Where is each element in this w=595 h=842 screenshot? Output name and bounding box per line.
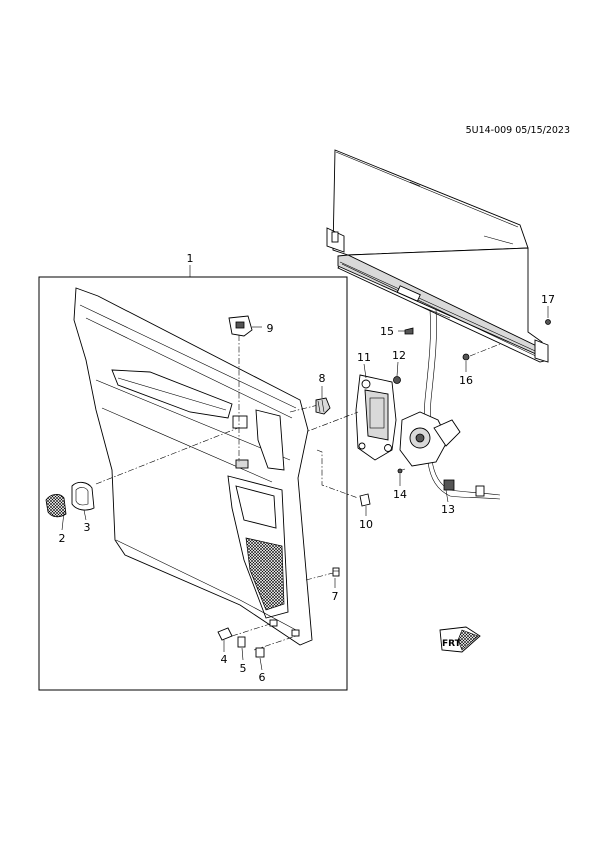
cap-4 (217, 627, 233, 641)
leader-line-12 (396, 361, 399, 377)
leader-line-11b (363, 363, 367, 379)
leader-line-13 (445, 489, 449, 503)
window-shade-assembly (326, 149, 549, 363)
leader-line-7 (305, 572, 334, 581)
cap-5 (237, 636, 246, 648)
leader-line-2-3 (95, 427, 239, 485)
callout-2: 2 (59, 532, 66, 545)
callout-8: 8 (319, 372, 326, 385)
leader-line-3 (83, 509, 87, 521)
screw-14 (397, 468, 406, 474)
cap-6 (255, 647, 265, 658)
callout-3: 3 (84, 521, 91, 534)
callout-13: 13 (441, 503, 455, 516)
leader-line-4 (231, 623, 271, 637)
fastener-12 (393, 376, 401, 384)
callout-5: 5 (240, 662, 247, 675)
door-trim-panel (73, 287, 313, 646)
callout-1: 1 (187, 252, 194, 265)
callout-17: 17 (541, 293, 555, 306)
fastener-16 (462, 343, 501, 361)
front-direction-label: FRT (442, 639, 462, 649)
callout-6: 6 (259, 671, 266, 684)
fastener-7 (332, 567, 340, 577)
leader-line-5 (241, 647, 244, 661)
trim-panel-assembly-frame (38, 276, 348, 691)
knob-8 (315, 397, 331, 415)
leader-line-10 (316, 449, 359, 499)
fastener-15 (398, 327, 414, 335)
front-direction-arrow: FRT (439, 626, 481, 653)
speaker-grille-2 (45, 494, 67, 518)
callout-16: 16 (459, 374, 473, 387)
leader-line-5-6 (253, 635, 297, 651)
callout-7: 7 (332, 590, 339, 603)
callout-14: 14 (393, 488, 407, 501)
callout-9: 9 (267, 322, 274, 335)
leader-line-2 (61, 511, 65, 531)
document-id: 5U14-009 05/15/2023 (466, 125, 570, 136)
fastener-17 (545, 319, 551, 325)
bezel-3 (71, 481, 95, 511)
callout-12: 12 (392, 349, 406, 362)
clip-10 (359, 493, 371, 507)
callout-4: 4 (221, 653, 228, 666)
small-clips (269, 619, 300, 637)
regulator-bracket (355, 374, 461, 467)
callout-11: 11 (357, 351, 371, 364)
callout-10: 10 (359, 518, 373, 531)
callout-15: 15 (380, 325, 394, 338)
clip-9 (228, 315, 253, 337)
leader-line-8 (289, 404, 319, 413)
leader-line-6 (259, 657, 263, 671)
